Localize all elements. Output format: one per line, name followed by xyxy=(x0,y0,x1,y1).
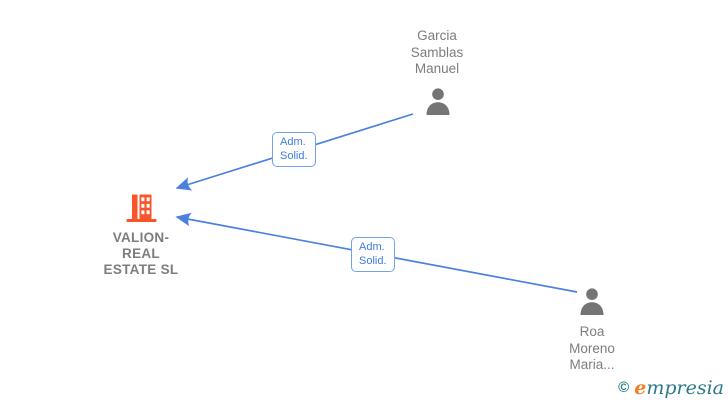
empresia-logo-text: empresia xyxy=(634,377,724,399)
empresia-logo-rest: mpresia xyxy=(646,377,724,399)
person-node-label-garcia: Garcia Samblas Manuel xyxy=(410,28,464,76)
edge-label-adm-solid-garcia[interactable]: Adm. Solid. xyxy=(272,132,316,167)
person-icon-roa[interactable] xyxy=(578,287,606,316)
person-icon-garcia[interactable] xyxy=(424,87,452,116)
company-node-label-valion: VALION- REAL ESTATE SL xyxy=(103,230,179,277)
company-building-icon-valion[interactable] xyxy=(125,191,158,224)
edge-label-adm-solid-roa[interactable]: Adm. Solid. xyxy=(351,237,395,272)
person-node-label-roa: Roa Moreno Maria... xyxy=(569,324,615,372)
copyright-symbol: © xyxy=(618,379,630,396)
empresia-logo-initial: e xyxy=(634,377,647,399)
empresia-watermark: © empresia xyxy=(618,377,724,399)
